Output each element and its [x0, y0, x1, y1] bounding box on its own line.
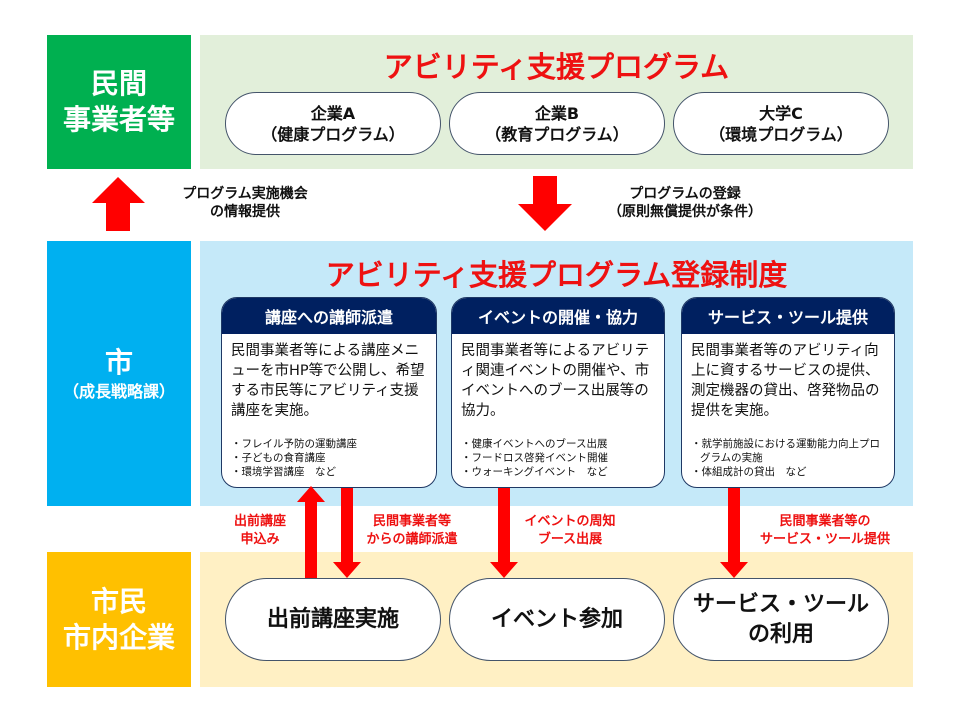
lecturer-dispatch-flow-line1: 民間事業者等 — [372, 514, 451, 529]
private-sector-label-line2: 事業者等 — [62, 103, 175, 136]
example-item: 体組成計の貸出 など — [691, 465, 888, 479]
event-notice-label: イベントの周知 ブース出展 — [510, 513, 630, 549]
city-label-department: （成長戦略課） — [62, 381, 175, 401]
event-cooperation-examples: 健康イベントへのブース出展 フードロス啓発イベント開催 ウォーキングイベント な… — [452, 437, 664, 479]
example-item: フードロス啓発イベント開催 — [461, 451, 658, 465]
service-usage-pill: サービス・ツール の利用 — [673, 578, 889, 661]
service-tool-card: サービス・ツール提供 民間事業者等のアビリティ向上に資するサービスの提供、測定機… — [681, 297, 895, 488]
program-registration-line1: プログラムの登録 — [629, 186, 741, 202]
citizens-label: 市民 市内企業 — [47, 552, 191, 687]
example-item: 就学前施設における運動能力向上プログラムの実施 — [691, 437, 888, 465]
company-a-program: （健康プログラム） — [261, 124, 405, 144]
service-provision-line2: サービス・ツール提供 — [759, 532, 890, 547]
event-notice-line2: ブース出展 — [537, 532, 603, 547]
citizens-label-line2: 市内企業 — [62, 620, 175, 654]
lecturer-dispatch-card: 講座への講師派遣 民間事業者等による講座メニューを市HP等で公開し、希望する市民… — [221, 297, 437, 488]
service-tool-header: サービス・ツール提供 — [682, 298, 894, 334]
example-item: 環境学習講座 など — [231, 465, 430, 479]
outreach-lecture-label: 出前講座実施 — [266, 606, 399, 632]
lecturer-dispatch-examples: フレイル予防の運動講座 子どもの食育講座 環境学習講座 など — [222, 437, 436, 479]
city-label: 市 （成長戦略課） — [47, 241, 191, 506]
event-participation-pill: イベント参加 — [449, 578, 665, 661]
service-provision-line1: 民間事業者等の — [779, 514, 871, 529]
lecture-request-line2: 申込み — [240, 532, 280, 547]
lecturer-dispatch-flow-label: 民間事業者等 からの講師派遣 — [352, 513, 472, 549]
outreach-lecture-pill: 出前講座実施 — [225, 578, 441, 661]
event-cooperation-card: イベントの開催・協力 民間事業者等によるアビリティ関連イベントの開催や、市イベン… — [451, 297, 665, 488]
event-participation-label: イベント参加 — [490, 606, 623, 632]
example-item: 健康イベントへのブース出展 — [461, 437, 658, 451]
registration-system-title: アビリティ支援プログラム登録制度 — [325, 258, 788, 292]
university-c-name: 大学C — [759, 103, 803, 123]
lecture-request-line1: 出前講座 — [233, 514, 286, 529]
service-tool-examples: 就学前施設における運動能力向上プログラムの実施 体組成計の貸出 など — [682, 437, 894, 479]
down-arrow-icon — [333, 488, 361, 578]
down-arrow-icon — [720, 488, 748, 578]
info-provision-line1: プログラム実施機会 — [182, 186, 308, 202]
example-item: ウォーキングイベント など — [461, 465, 658, 479]
event-cooperation-header: イベントの開催・協力 — [452, 298, 664, 334]
service-tool-description: 民間事業者等のアビリティ向上に資するサービスの提供、測定機器の貸出、啓発物品の提… — [691, 343, 880, 419]
event-notice-line1: イベントの周知 — [524, 514, 616, 529]
private-sector-label-line1: 民間 — [90, 67, 147, 100]
up-arrow-icon — [92, 177, 145, 231]
company-a-name: 企業A — [310, 103, 356, 123]
company-b-pill: 企業B （教育プログラム） — [449, 92, 665, 155]
example-item: フレイル予防の運動講座 — [231, 437, 430, 451]
down-arrow-icon — [518, 176, 572, 231]
lecture-request-label: 出前講座 申込み — [220, 513, 300, 549]
event-cooperation-description: 民間事業者等によるアビリティ関連イベントの開催や、市イベントへのブース出展等の協… — [461, 343, 650, 419]
company-a-pill: 企業A （健康プログラム） — [225, 92, 441, 155]
lecturer-dispatch-description: 民間事業者等による講座メニューを市HP等で公開し、希望する市民等にアビリティ支援… — [231, 343, 425, 419]
service-usage-line1: サービス・ツール — [692, 591, 869, 617]
company-b-program: （教育プログラム） — [485, 124, 629, 144]
company-b-name: 企業B — [534, 103, 580, 123]
university-c-pill: 大学C （環境プログラム） — [673, 92, 889, 155]
university-c-program: （環境プログラム） — [709, 124, 853, 144]
private-sector-label: 民間 事業者等 — [47, 35, 191, 169]
info-provision-line2: の情報提供 — [210, 204, 280, 220]
service-provision-label: 民間事業者等の サービス・ツール提供 — [740, 513, 910, 549]
service-usage-line2: の利用 — [747, 621, 814, 647]
ability-program-title: アビリティ支援プログラム — [383, 50, 730, 84]
city-label-main: 市 — [104, 345, 133, 379]
program-registration-label: プログラムの登録 （原則無償提供が条件） — [585, 185, 785, 221]
program-registration-line2: （原則無償提供が条件） — [608, 204, 762, 220]
up-arrow-icon — [297, 486, 325, 578]
citizens-label-line1: 市民 — [90, 584, 147, 618]
info-provision-label: プログラム実施機会 の情報提供 — [150, 185, 340, 221]
lecturer-dispatch-header: 講座への講師派遣 — [222, 298, 436, 334]
lecturer-dispatch-flow-line2: からの講師派遣 — [366, 532, 458, 547]
example-item: 子どもの食育講座 — [231, 451, 430, 465]
down-arrow-icon — [490, 488, 518, 578]
